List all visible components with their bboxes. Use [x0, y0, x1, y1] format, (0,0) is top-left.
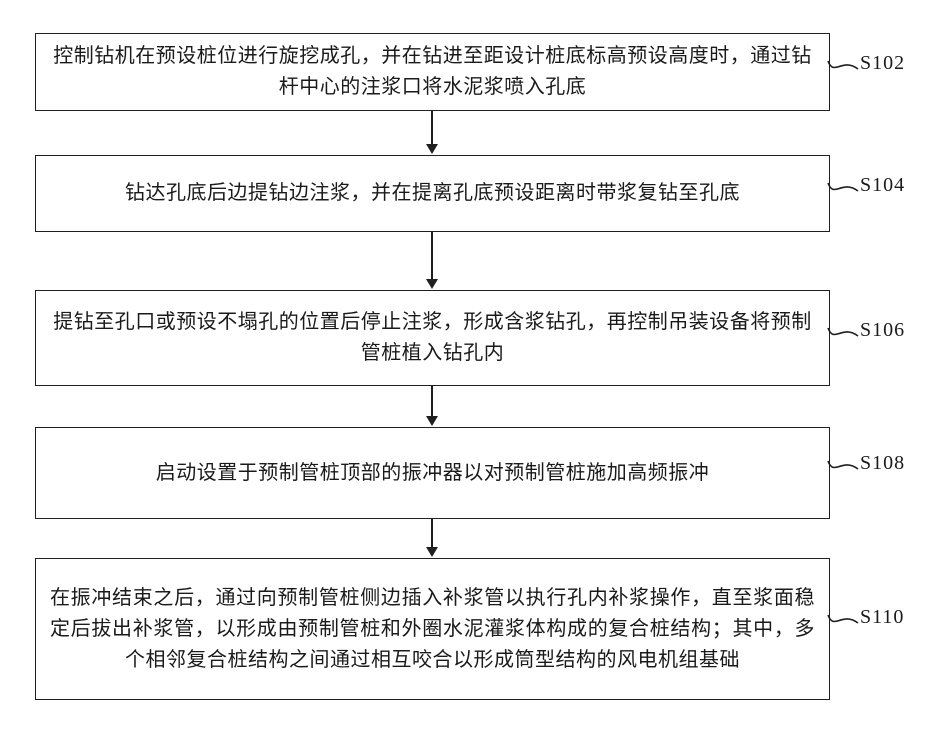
- flow-step-box-1: 控制钻机在预设桩位进行旋挖成孔，并在钻进至距设计桩底标高预设高度时，通过钻杆中心…: [35, 33, 830, 111]
- step-connector-curve-4: [826, 455, 860, 479]
- flow-step-box-4: 启动设置于预制管桩顶部的振冲器以对预制管桩施加高频振冲: [35, 427, 830, 519]
- step-label-s106: S106: [860, 319, 906, 341]
- down-arrow-1: [426, 111, 438, 154]
- flow-step-box-3: 提钻至孔口或预设不塌孔的位置后停止注浆，形成含浆钻孔，再控制吊装设备将预制管桩植…: [35, 290, 830, 386]
- step-label-s104: S104: [860, 174, 906, 196]
- step-label-s110: S110: [860, 606, 905, 628]
- flow-step-box-2: 钻达孔底后边提钻边注浆，并在提离孔底预设距离时带浆复钻至孔底: [35, 155, 830, 232]
- down-arrow-4: [426, 519, 438, 557]
- step-connector-curve-3: [826, 322, 860, 346]
- down-arrow-3: [426, 386, 438, 426]
- step-connector-curve-5: [826, 609, 860, 633]
- step-label-s102: S102: [860, 52, 906, 74]
- step-connector-curve-1: [826, 55, 860, 79]
- step-label-s108: S108: [860, 452, 906, 474]
- step-connector-curve-2: [826, 177, 860, 201]
- down-arrow-2: [426, 232, 438, 289]
- flow-step-box-5: 在振冲结束之后，通过向预制管桩侧边插入补浆管以执行孔内补浆操作，直至浆面稳定后拔…: [35, 558, 830, 700]
